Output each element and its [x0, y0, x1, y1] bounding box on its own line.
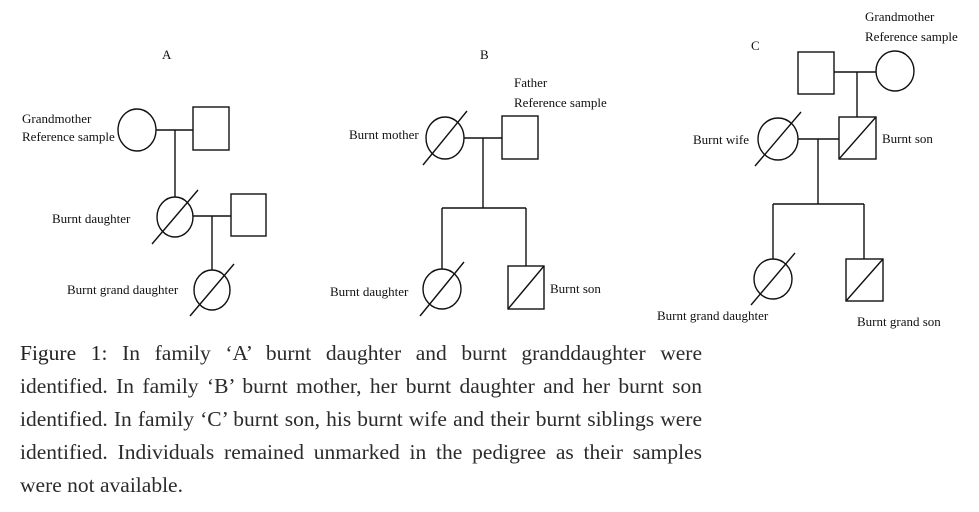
- b-daughter-label: Burnt daughter: [330, 284, 409, 299]
- c-son-label: Burnt son: [882, 131, 933, 146]
- a-daughter-label: Burnt daughter: [52, 211, 131, 226]
- c-wife-deceased-slash: [754, 111, 802, 167]
- a-grandfather-square: [192, 106, 230, 151]
- c-son-deceased-slash: [838, 116, 877, 160]
- c-grandmother-label-2: Reference sample: [865, 29, 958, 44]
- panel-c-title: C: [751, 38, 760, 53]
- c-granddaughter-label: Burnt grand daughter: [657, 308, 769, 323]
- c-grandmother-circle: [875, 50, 915, 92]
- caption-text: : In family ‘A’ burnt daughter and burnt…: [20, 341, 702, 497]
- pedigree-figure: A Grandmother Reference sample Burnt dau…: [22, 9, 958, 329]
- panel-a-title: A: [162, 47, 172, 62]
- pedigree-a: A Grandmother Reference sample Burnt dau…: [22, 47, 267, 317]
- a-daughter-deceased-slash: [151, 189, 199, 245]
- b-son-label: Burnt son: [550, 281, 601, 296]
- figure-label: Figure 1: [20, 341, 102, 365]
- b-father-square: [501, 115, 539, 160]
- pedigree-c: C Grandmother Reference sample Burnt wif…: [657, 9, 958, 329]
- c-grandfather-square: [797, 51, 835, 95]
- pedigree-b: B Father Reference sample Burnt mother B…: [330, 47, 607, 317]
- b-father-label-1: Father: [514, 75, 548, 90]
- c-granddaughter-deceased-slash: [750, 252, 796, 306]
- b-mother-label: Burnt mother: [349, 127, 419, 142]
- a-grandmother-label-1: Grandmother: [22, 111, 92, 126]
- a-granddaughter-label: Burnt grand daughter: [67, 282, 179, 297]
- a-grandmother-label-2: Reference sample: [22, 129, 115, 144]
- figure-caption: Figure 1: In family ‘A’ burnt daughter a…: [20, 337, 702, 502]
- b-father-label-2: Reference sample: [514, 95, 607, 110]
- c-grandmother-label-1: Grandmother: [865, 9, 935, 24]
- panel-b-title: B: [480, 47, 489, 62]
- b-son-deceased-slash: [507, 265, 545, 310]
- b-daughter-deceased-slash: [419, 261, 465, 317]
- b-mother-deceased-slash: [422, 110, 468, 166]
- c-grandson-label: Burnt grand son: [857, 314, 941, 329]
- a-granddaughter-deceased-slash: [189, 263, 235, 317]
- c-wife-label: Burnt wife: [693, 132, 749, 147]
- a-daughter-spouse-square: [230, 193, 267, 237]
- a-grandmother-circle: [117, 108, 157, 152]
- c-grandson-deceased-slash: [845, 258, 884, 302]
